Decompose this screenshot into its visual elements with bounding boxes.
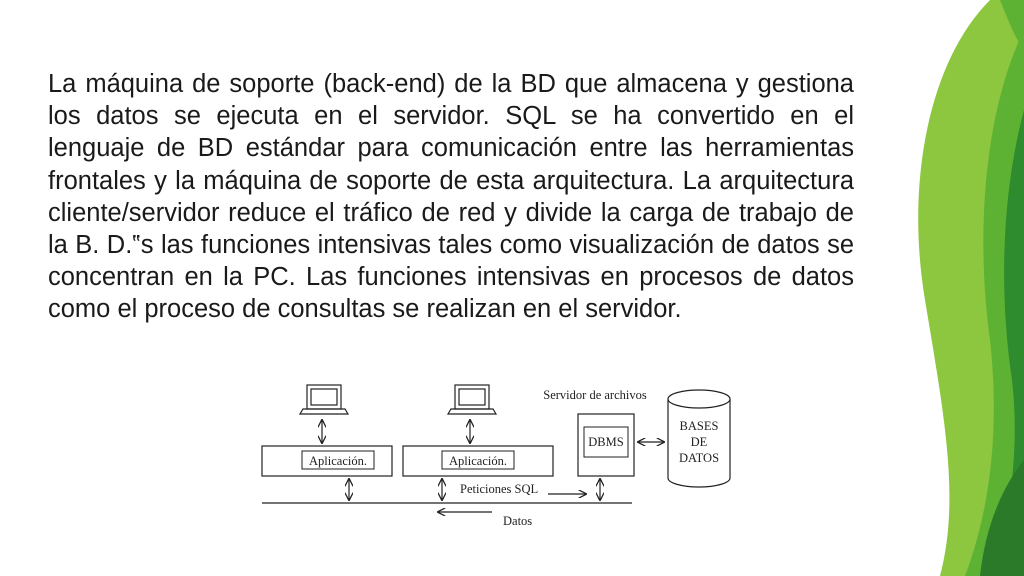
client-box-1 xyxy=(261,445,393,477)
computer-icon-2 xyxy=(446,384,498,415)
db-label-line1: BASES xyxy=(680,419,719,433)
database-cylinder-icon xyxy=(667,389,731,488)
dbms-box xyxy=(583,426,629,458)
deco-shape-mid xyxy=(965,30,1024,576)
requests-label: Peticiones SQL xyxy=(460,482,538,496)
body-paragraph: La máquina de soporte (back-end) de la B… xyxy=(48,70,854,324)
app-box-2 xyxy=(441,450,515,470)
db-label-line3: DATOS xyxy=(679,451,719,465)
app-label-2: Aplicación. xyxy=(449,454,507,468)
deco-shape-dark xyxy=(990,110,1024,576)
server-title: Servidor de archivos xyxy=(543,388,647,402)
deco-shape-top xyxy=(1000,0,1024,50)
data-label: Datos xyxy=(503,514,532,528)
app-box-1 xyxy=(301,450,375,470)
dbms-label: DBMS xyxy=(588,435,623,449)
db-label-line2: DE xyxy=(691,435,708,449)
server-box xyxy=(577,413,635,477)
app-label-1: Aplicación. xyxy=(309,454,367,468)
client-box-2 xyxy=(402,445,554,477)
deco-shape-lower xyxy=(980,460,1024,576)
computer-icon-1 xyxy=(298,384,350,415)
